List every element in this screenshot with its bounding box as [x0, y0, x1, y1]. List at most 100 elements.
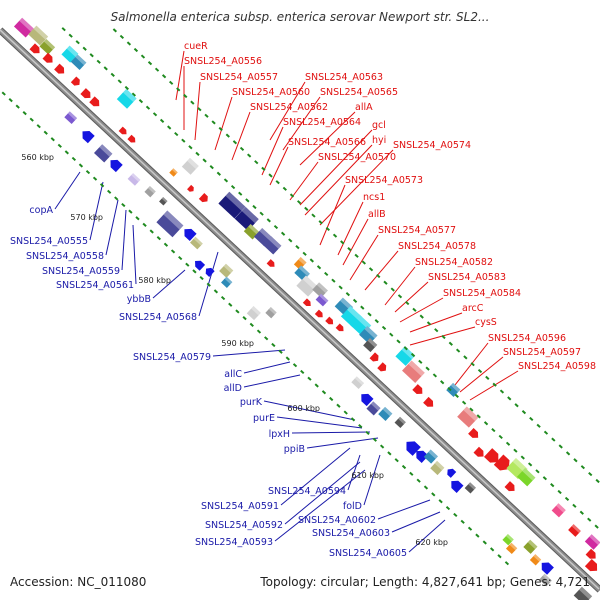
- gene-feature: [80, 88, 91, 99]
- tick-track-dot: [573, 458, 578, 463]
- tick-track-dot: [520, 455, 525, 460]
- tick-track-dot: [112, 28, 118, 33]
- tick-track-dot: [247, 153, 252, 158]
- gene-arrow: [195, 260, 206, 271]
- gene-block-shine: [364, 325, 378, 339]
- tick-track-dot: [374, 319, 379, 324]
- tick-track-dot: [142, 222, 147, 227]
- gene-block-shine: [241, 206, 259, 224]
- tick-track-dot: [390, 287, 395, 292]
- gene-feature: [457, 406, 479, 428]
- tick-track-dot: [482, 540, 487, 545]
- gene-block-shine: [268, 307, 277, 315]
- reverse-gene-label: copA: [29, 205, 53, 216]
- tick-track-dot: [154, 67, 160, 72]
- tick-track-dot: [558, 444, 563, 449]
- gene-arrow: [80, 88, 91, 99]
- gene-block-shine: [542, 573, 552, 583]
- forward-gene-label: allA: [355, 102, 373, 113]
- gene-block: [262, 236, 282, 255]
- tick-track-dot: [542, 476, 548, 481]
- gene-block: [395, 346, 416, 366]
- gene-feature: [551, 503, 566, 518]
- gene-feature: [218, 191, 246, 219]
- tick-track-dot: [476, 414, 481, 419]
- tick-track-dot: [419, 314, 424, 319]
- gene-feature: [446, 382, 461, 397]
- gene-feature: [585, 548, 596, 559]
- tick-track-dot: [114, 196, 119, 201]
- tick-track-dot: [197, 107, 202, 112]
- tick-track-dot: [497, 554, 502, 559]
- gene-label-line: [349, 234, 379, 281]
- gene-label-line: [304, 144, 373, 216]
- tick-track-dot: [285, 356, 290, 361]
- gene-arrow: [451, 480, 464, 493]
- forward-gene-label: allB: [368, 209, 386, 220]
- gene-block: [573, 586, 593, 600]
- tick-track-dot: [296, 200, 302, 205]
- tick-track-dot: [117, 79, 122, 84]
- gene-block: [181, 157, 199, 175]
- tick-track-dot: [195, 151, 200, 156]
- gene-feature: [523, 539, 538, 554]
- gene-arrow: [369, 352, 379, 362]
- tick-track-dot: [249, 322, 254, 327]
- tick-track-dot: [188, 145, 193, 150]
- gene-block: [70, 54, 87, 70]
- tick-track-dot: [261, 166, 266, 171]
- tick-track-dot: [185, 262, 190, 267]
- gene-block: [568, 524, 581, 537]
- gene-block: [366, 401, 381, 416]
- gene-feature: [127, 134, 136, 143]
- reverse-gene-label: folD: [343, 501, 362, 512]
- tick-track-dot: [161, 74, 167, 79]
- gene-feature: [468, 427, 479, 438]
- gene-label-line: [214, 96, 233, 151]
- forward-gene-label: ncs1: [363, 192, 385, 203]
- gene-feature: [93, 144, 113, 163]
- gene-block: [219, 263, 234, 278]
- gene-feature: [423, 396, 434, 407]
- gene-arrow: [584, 558, 598, 572]
- gene-arrow: [70, 76, 80, 86]
- tick-track-dot: [379, 444, 385, 449]
- tick-track-dot: [152, 112, 158, 117]
- gene-feature: [110, 159, 123, 173]
- tick-track-dot: [504, 561, 510, 566]
- reverse-gene-label: allC: [224, 369, 242, 380]
- gene-feature: [430, 460, 445, 476]
- gene-block: [13, 17, 34, 38]
- gene-block-shine: [356, 314, 372, 330]
- tick-track-dot: [410, 352, 416, 358]
- tick-track-dot: [68, 33, 73, 38]
- forward-gene-label: SNSL254_A0557: [200, 72, 278, 83]
- gene-feature: [205, 267, 215, 277]
- gene-label-line: [363, 454, 381, 506]
- kbp-tick-label: 560 kbp: [21, 153, 54, 162]
- tick-track-dot: [381, 325, 387, 331]
- tick-track-dot: [543, 430, 549, 435]
- gene-feature: [293, 257, 307, 270]
- gene-label-line: [364, 250, 399, 291]
- tick-track-dot: [557, 489, 562, 495]
- gene-feature: [377, 362, 387, 372]
- tick-track-dot: [181, 138, 186, 143]
- gene-arrow: [314, 309, 323, 318]
- forward-gene-label: SNSL254_A0577: [378, 225, 456, 236]
- tick-track-dot: [75, 40, 80, 45]
- tick-track-dot: [498, 434, 503, 440]
- tick-track-dot: [331, 278, 336, 283]
- tick-track-dot: [352, 298, 358, 303]
- tick-track-dot: [492, 382, 497, 387]
- tick-track-dot: [82, 46, 87, 51]
- tick-track-dot: [282, 186, 287, 191]
- gene-arrow: [89, 96, 100, 107]
- forward-gene-label: SNSL254_A0566: [288, 137, 366, 148]
- gene-block-shine: [161, 197, 168, 203]
- gene-block: [430, 460, 445, 476]
- gene-label-line: [408, 519, 446, 553]
- gene-block: [293, 257, 307, 270]
- gene-block-shine: [533, 554, 542, 562]
- tick-track-dot: [336, 403, 341, 408]
